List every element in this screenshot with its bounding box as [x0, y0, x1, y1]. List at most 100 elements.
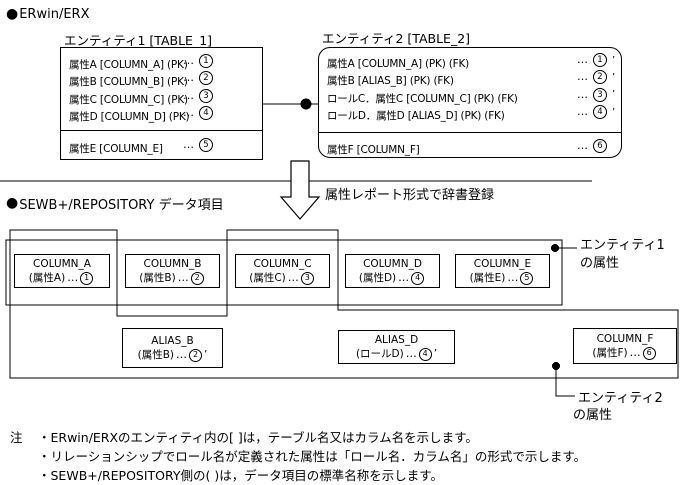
data-item-name: COLUMN_A: [33, 258, 91, 270]
entity1-divider: [61, 130, 262, 131]
leader-dots: …: [577, 105, 588, 119]
row-number: …1: [183, 54, 218, 68]
row-number: …4’: [577, 105, 615, 120]
data-item-standard-name: (ロールD)…4’: [356, 347, 437, 361]
data-item-standard-name: (属性A)…1: [29, 271, 95, 285]
attribute-label: ロールD．属性D [ALIAS_D] (PK) (FK): [327, 110, 505, 123]
leader-dots: …: [183, 88, 194, 102]
entity-row: 属性E [COLUMN_E] …5: [69, 137, 260, 155]
entity-row: 属性B [ALIAS_B] (PK) (FK) …2’: [327, 69, 619, 87]
entity1-attributes-outline: [5, 239, 563, 306]
bullet-icon: ●: [6, 6, 19, 22]
sewb-section-title: SEWB+/REPOSITORY データ項目: [19, 198, 224, 213]
entity2-attributes-label-line2: の属性: [573, 408, 613, 423]
circled-number: 2: [593, 70, 607, 85]
data-item-name: COLUMN_F: [596, 333, 654, 345]
circled-number: 4: [199, 106, 213, 121]
attribute-label: 属性F [COLUMN_F]: [327, 144, 420, 156]
entity-row: 属性A [COLUMN_A] (PK) …1: [69, 53, 260, 71]
attribute-label: 属性A [COLUMN_A] (PK): [69, 59, 188, 71]
circled-number: 6: [593, 139, 607, 153]
data-item-box-alias-d: ALIAS_D (ロールD)…4’: [338, 330, 455, 364]
circled-number: 3: [300, 271, 314, 285]
attribute-label: 属性A [COLUMN_A] (PK) (FK): [327, 58, 470, 70]
paren-label: (属性B): [139, 272, 176, 284]
paren-label: (属性E): [469, 272, 506, 284]
sewb-section-header: ● SEWB+/REPOSITORY データ項目: [6, 194, 224, 213]
data-item-name: COLUMN_B: [143, 258, 202, 270]
entity-row: 属性B [COLUMN_B] (PK) …2: [69, 70, 260, 88]
row-number: …5: [183, 138, 218, 152]
leader-dots: …: [577, 139, 588, 152]
attribute-label: 属性C [COLUMN_C] (PK): [69, 93, 188, 106]
data-item-box-column-f: COLUMN_F (属性F)…6: [573, 328, 677, 364]
bullet-icon: ●: [6, 195, 19, 211]
paren-label: (属性F): [592, 347, 628, 359]
circled-number: 2: [190, 271, 204, 285]
entity1-box: 属性A [COLUMN_A] (PK) …1 属性B [COLUMN_B] (P…: [60, 47, 263, 160]
circled-number: 5: [520, 271, 534, 285]
circled-number: 2: [189, 348, 203, 362]
data-item-box-column-d: COLUMN_D (属性D)…4: [345, 254, 440, 288]
entity1-attributes-label-line1: エンティティ1: [580, 238, 665, 253]
data-item-standard-name: (属性F)…6: [592, 346, 657, 360]
entity2-box: 属性A [COLUMN_A] (PK) (FK) … 1 ’ 属性B [ALIAS_…: [318, 47, 622, 158]
attribute-label: 属性E [COLUMN_E]: [69, 143, 163, 155]
entity2-title: エンティティ2 [TABLE_2]: [322, 31, 471, 46]
data-item-box-column-e: COLUMN_E (属性E)…5: [455, 254, 550, 288]
entity1-title: エンティティ1 [TABLE_1]: [64, 33, 213, 48]
row-number: …1’: [577, 53, 615, 67]
notes-heading: 注: [10, 430, 23, 445]
circled-number: 3: [199, 88, 213, 103]
leader-dots: …: [507, 271, 519, 284]
paren-label: (ロールD): [355, 348, 404, 360]
note-line: ・リレーションシップでロール名が定義された属性は「ロール名．カラム名」の形式で示…: [38, 449, 587, 464]
leader-dots: …: [183, 106, 194, 120]
entity1-data-rows: 属性E [COLUMN_E] …5: [69, 137, 260, 155]
data-item-standard-name: (属性D)…4: [359, 271, 426, 285]
number-suffix: ’: [433, 348, 438, 360]
row-number: …3: [183, 88, 218, 103]
circled-number: 1: [199, 54, 213, 68]
erwin-section-header: ● ERwin/ERX: [6, 7, 89, 22]
leader-dots: …: [405, 347, 417, 360]
row-number: …3’: [577, 87, 616, 102]
entity1-attributes-label-line2: の属性: [580, 256, 620, 271]
leader-dots: …: [176, 348, 188, 361]
row-number: …6: [577, 139, 612, 153]
data-item-name: COLUMN_C: [253, 258, 312, 270]
row-number: …4: [183, 106, 218, 121]
circled-number: 4: [411, 271, 425, 285]
data-item-name: COLUMN_D: [363, 258, 422, 270]
circled-number: 1: [80, 271, 94, 285]
circled-number: 6: [642, 346, 656, 360]
entity-row: 属性A [COLUMN_A] (PK) (FK) …1’: [327, 52, 619, 70]
entity2-attributes-label-line1: エンティティ2: [578, 391, 663, 406]
erwin-section-title: ERwin/ERX: [19, 7, 90, 22]
attribute-label: 属性D [COLUMN_D] (PK): [69, 111, 190, 124]
data-item-standard-name: (属性B)…2’: [138, 348, 208, 362]
data-item-name: ALIAS_B: [151, 335, 194, 347]
circled-number: 2: [199, 71, 213, 86]
data-item-name: ALIAS_D: [374, 334, 419, 346]
circled-number: 5: [199, 138, 213, 152]
leader-dots: …: [177, 271, 189, 284]
number-suffix: ’: [612, 54, 616, 66]
data-item-box-column-b: COLUMN_B (属性B)…2: [125, 254, 220, 288]
paren-label: (属性D): [358, 272, 397, 284]
circled-number: 1: [593, 53, 607, 67]
circled-number: 4: [418, 347, 432, 361]
number-suffix: ’: [612, 89, 616, 101]
entity-row: ロールD．属性D [ALIAS_D] (PK) (FK) …4’: [327, 104, 619, 123]
note-line: ・ERwin/ERXのエンティティ内の[ ]は，テーブル名又はカラム名を示します…: [38, 430, 478, 445]
leader-dots: …: [577, 87, 588, 101]
leader-dots: …: [67, 271, 79, 284]
paren-label: (属性C): [249, 272, 286, 284]
paren-label: (属性A): [28, 272, 66, 284]
entity2-data-rows: 属性F [COLUMN_F] …6: [327, 138, 619, 156]
entity2-callout-line: [555, 366, 575, 397]
entity-row: 属性D [COLUMN_D] (PK) …4: [69, 105, 260, 124]
number-suffix: ’: [204, 349, 208, 361]
